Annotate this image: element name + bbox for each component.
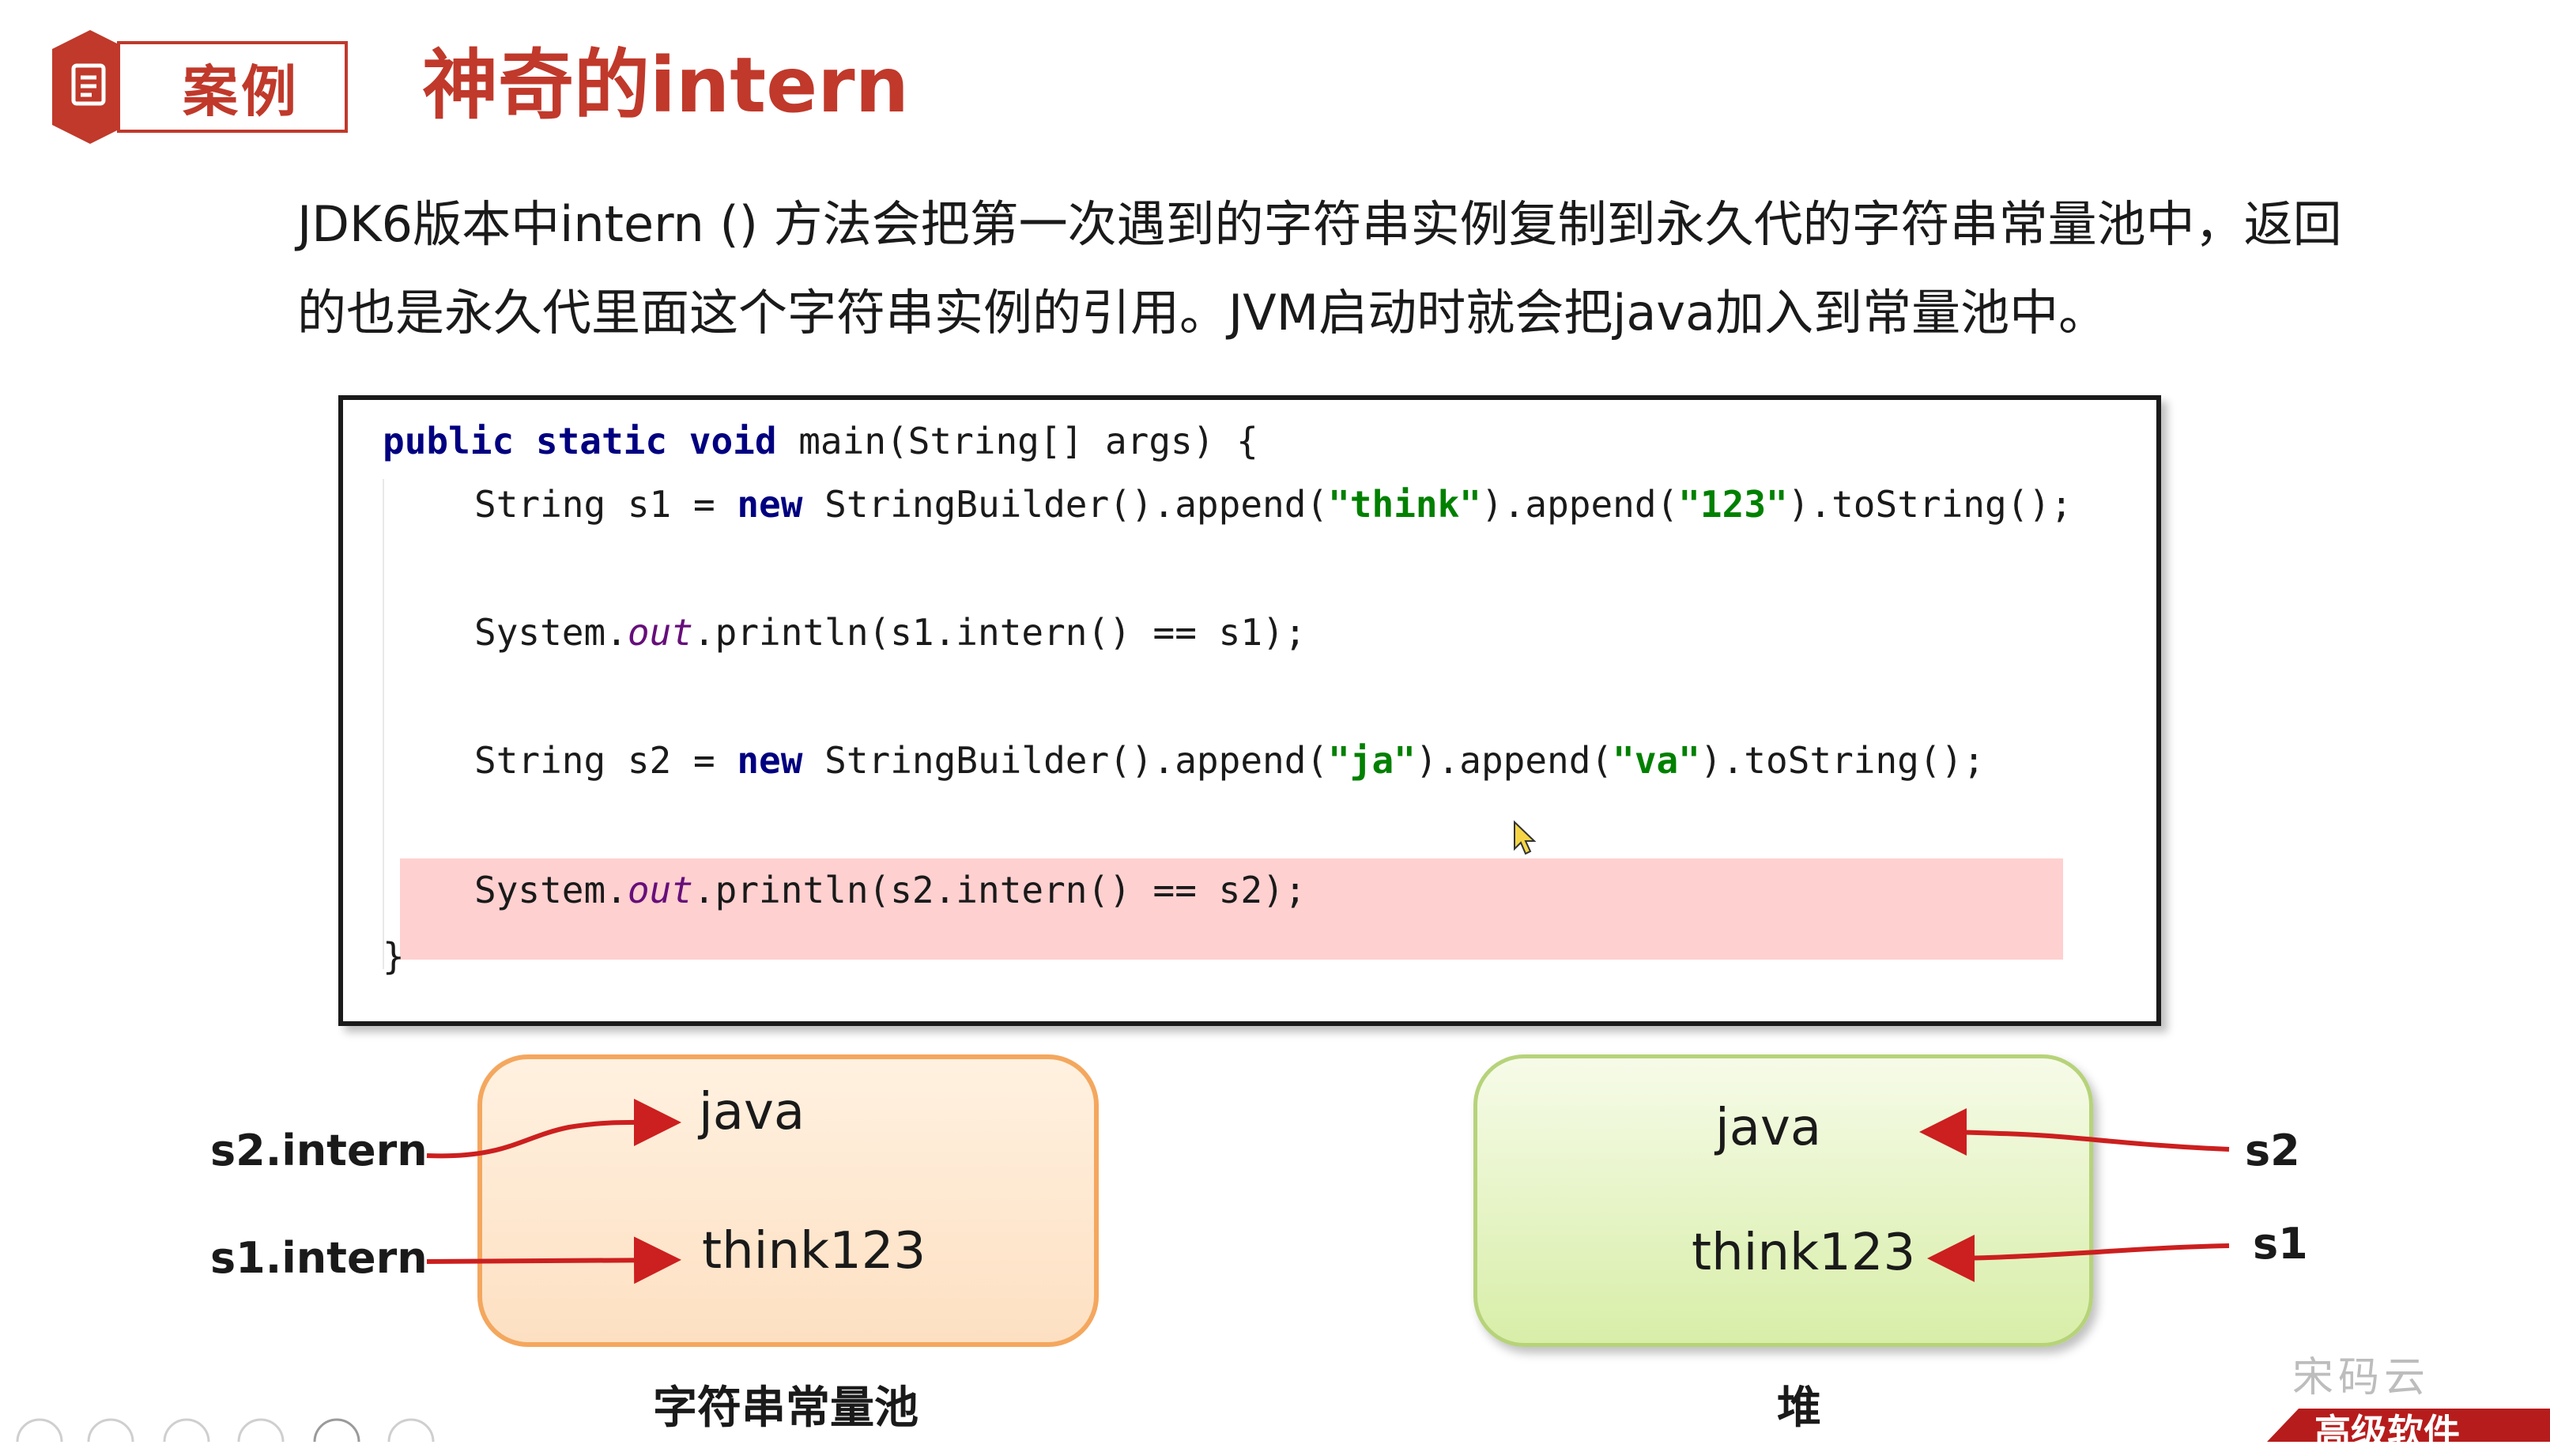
string-pool-caption: 字符串常量池 <box>653 1382 919 1434</box>
heap-box <box>1473 1054 2093 1347</box>
corner-text: 高级软件 <box>2314 1411 2460 1454</box>
string-constant-pool-box <box>477 1054 1099 1347</box>
code-text: .println(s1.intern() == s1); <box>692 611 1307 654</box>
subtitle-icon <box>237 1418 285 1442</box>
string-literal: "123" <box>1678 483 1788 526</box>
pen-tool-icon <box>16 1418 63 1442</box>
code-line-print1: System.out.println(s1.intern() == s1); <box>474 609 1306 656</box>
page-title: 神奇的intern <box>422 41 909 130</box>
keyword-new: new <box>737 483 803 526</box>
description-line-2: 的也是永久代里面这个字符串实例的引用。JVM启动时就会把java加入到常量池中。 <box>297 284 2108 341</box>
indent-guide <box>383 479 384 969</box>
ref-label-s2-intern: s2.intern <box>210 1126 428 1175</box>
code-text: .println(s2.intern() == s2); <box>692 869 1307 911</box>
string-literal: "think" <box>1328 483 1481 526</box>
code-text: ).append( <box>1481 483 1679 526</box>
code-line-signature: public static void main(String[] args) { <box>383 417 1258 465</box>
watermark-text: 宋码云 <box>2292 1354 2431 1401</box>
description-paragraph: JDK6版本中intern () 方法会把第一次遇到的字符串实例复制到永久代的字… <box>297 180 2431 357</box>
code-text: StringBuilder().append( <box>802 739 1329 782</box>
camera-icon <box>313 1418 360 1442</box>
string-literal: "ja" <box>1328 739 1416 782</box>
keyword-void: void <box>688 420 777 462</box>
pool-item-java: java <box>699 1083 805 1141</box>
heap-item-java: java <box>1715 1099 1822 1157</box>
code-line-s2: String s2 = new StringBuilder().append("… <box>474 737 1985 784</box>
code-text: System. <box>474 611 628 654</box>
code-line-s1: String s1 = new StringBuilder().append("… <box>474 481 2073 528</box>
heap-item-think123: think123 <box>1692 1224 1916 1282</box>
more-icon <box>387 1418 435 1442</box>
code-text: ).toString(); <box>1699 739 1985 782</box>
string-literal: "va" <box>1613 739 1700 782</box>
ref-label-s1-intern: s1.intern <box>210 1233 428 1283</box>
keyword-new: new <box>737 739 803 782</box>
slideshow-toolbar[interactable] <box>0 1413 490 1442</box>
code-text: System. <box>474 869 628 911</box>
document-icon <box>71 63 106 106</box>
description-line-1: JDK6版本中intern () 方法会把第一次遇到的字符串实例复制到永久代的字… <box>297 195 2342 253</box>
code-text: ).toString(); <box>1787 483 2073 526</box>
heap-caption: 堆 <box>1777 1382 1821 1434</box>
code-text: ).append( <box>1415 739 1613 782</box>
mouse-cursor-icon <box>1514 820 1537 855</box>
code-text: String s2 = <box>474 739 737 782</box>
corner-decoration: 高级软件 <box>2267 1409 2550 1442</box>
code-line-closing: } <box>383 935 405 978</box>
code-line-print2: System.out.println(s2.intern() == s2); <box>474 866 1306 914</box>
keyword-public: public <box>383 420 515 462</box>
ref-label-s1: s1 <box>2253 1219 2308 1269</box>
code-text: StringBuilder().append( <box>802 483 1329 526</box>
zoom-icon <box>163 1418 210 1442</box>
slides-icon <box>87 1418 134 1442</box>
code-panel: public static void main(String[] args) {… <box>338 395 2161 1026</box>
highlighted-line <box>400 858 2063 960</box>
arrow-s2-intern <box>426 1098 681 1159</box>
arrow-s1 <box>1927 1234 2230 1282</box>
arrow-s1-intern <box>426 1236 681 1284</box>
code-text: main(String[] args) { <box>798 420 1258 462</box>
pool-item-think123: think123 <box>702 1222 926 1281</box>
ref-label-s2: s2 <box>2245 1126 2300 1175</box>
static-field: out <box>627 611 693 654</box>
code-text: String s1 = <box>474 483 737 526</box>
static-field: out <box>627 869 693 911</box>
case-label: 案例 <box>117 41 348 133</box>
keyword-static: static <box>535 420 668 462</box>
arrow-s2 <box>1919 1108 2230 1156</box>
